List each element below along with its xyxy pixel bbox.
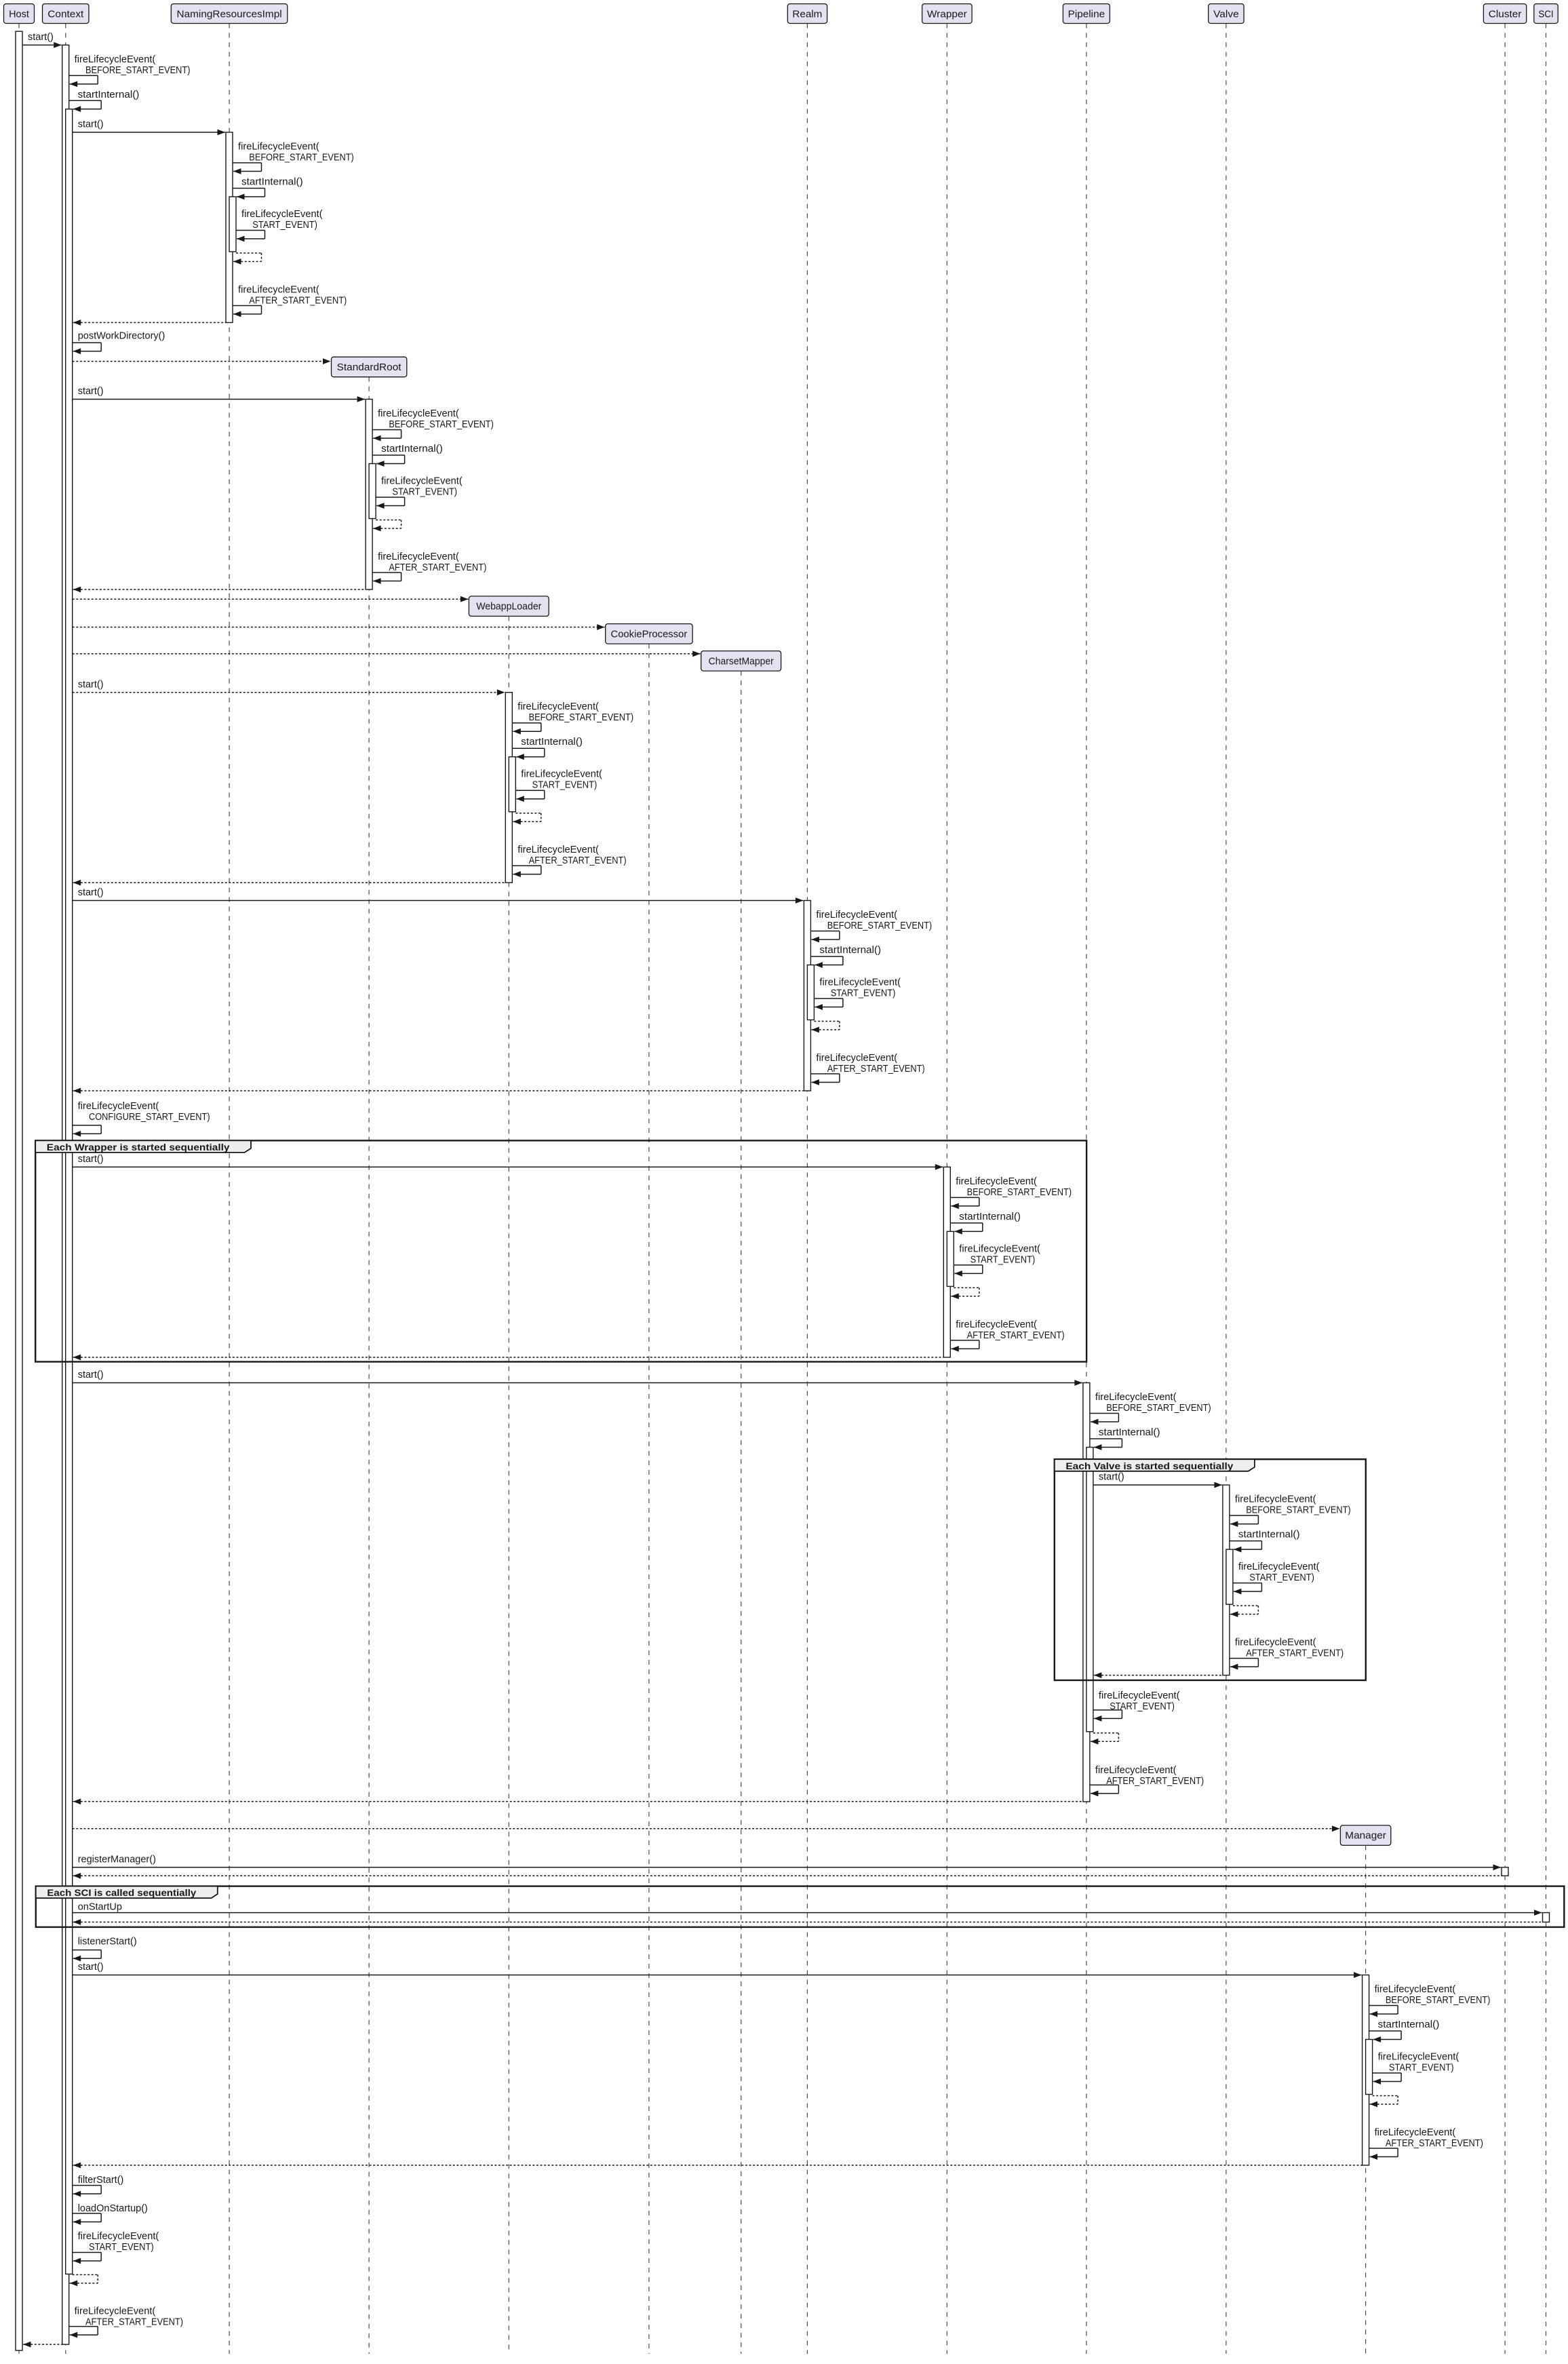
svg-text:fireLifecycleEvent(: fireLifecycleEvent( — [378, 551, 459, 562]
svg-text:Each Wrapper is started sequen: Each Wrapper is started sequentially — [47, 1142, 230, 1152]
svg-text:BEFORE_START_EVENT): BEFORE_START_EVENT) — [1246, 1505, 1351, 1516]
svg-text:startInternal(): startInternal() — [819, 945, 881, 956]
svg-text:AFTER_START_EVENT): AFTER_START_EVENT) — [1106, 1776, 1204, 1787]
svg-text:fireLifecycleEvent(: fireLifecycleEvent( — [381, 476, 463, 487]
svg-text:NamingResourcesImpl: NamingResourcesImpl — [177, 9, 282, 20]
svg-text:startInternal(): startInternal() — [1099, 1427, 1160, 1438]
svg-text:start(): start() — [78, 386, 104, 397]
svg-text:listenerStart(): listenerStart() — [78, 1937, 137, 1948]
svg-text:fireLifecycleEvent(: fireLifecycleEvent( — [75, 54, 156, 65]
svg-text:Context: Context — [47, 9, 83, 20]
svg-text:loadOnStartup(): loadOnStartup() — [78, 2203, 148, 2214]
svg-text:startInternal(): startInternal() — [1238, 1530, 1300, 1541]
svg-text:onStartUp: onStartUp — [78, 1901, 122, 1912]
svg-text:START_EVENT): START_EVENT) — [831, 988, 896, 999]
svg-text:fireLifecycleEvent(: fireLifecycleEvent( — [1099, 1690, 1180, 1701]
svg-text:startInternal(): startInternal() — [521, 737, 583, 748]
svg-text:START_EVENT): START_EVENT) — [1249, 1572, 1314, 1583]
svg-text:AFTER_START_EVENT): AFTER_START_EVENT) — [389, 562, 486, 573]
svg-text:fireLifecycleEvent(: fireLifecycleEvent( — [1235, 1494, 1316, 1505]
svg-text:startInternal(): startInternal() — [1378, 2019, 1440, 2030]
svg-text:fireLifecycleEvent(: fireLifecycleEvent( — [75, 2306, 156, 2317]
svg-text:fireLifecycleEvent(: fireLifecycleEvent( — [959, 1243, 1040, 1254]
svg-text:filterStart(): filterStart() — [78, 2175, 124, 2186]
svg-text:fireLifecycleEvent(: fireLifecycleEvent( — [816, 910, 897, 921]
svg-text:AFTER_START_EVENT): AFTER_START_EVENT) — [249, 296, 347, 307]
svg-text:fireLifecycleEvent(: fireLifecycleEvent( — [78, 1101, 159, 1112]
svg-text:BEFORE_START_EVENT): BEFORE_START_EVENT) — [1386, 1995, 1490, 2006]
svg-text:fireLifecycleEvent(: fireLifecycleEvent( — [1375, 2127, 1456, 2138]
svg-text:BEFORE_START_EVENT): BEFORE_START_EVENT) — [85, 65, 191, 76]
svg-text:Each SCI is called sequentiall: Each SCI is called sequentially — [47, 1888, 196, 1898]
svg-text:fireLifecycleEvent(: fireLifecycleEvent( — [241, 209, 323, 220]
svg-text:Each Valve is started sequenti: Each Valve is started sequentially — [1065, 1461, 1234, 1471]
svg-text:AFTER_START_EVENT): AFTER_START_EVENT) — [529, 855, 627, 866]
svg-text:Pipeline: Pipeline — [1068, 9, 1105, 20]
svg-text:START_EVENT): START_EVENT) — [971, 1254, 1036, 1265]
svg-text:BEFORE_START_EVENT): BEFORE_START_EVENT) — [1106, 1403, 1211, 1414]
svg-text:fireLifecycleEvent(: fireLifecycleEvent( — [1238, 1562, 1320, 1572]
svg-text:AFTER_START_EVENT): AFTER_START_EVENT) — [827, 1064, 925, 1074]
svg-text:Manager: Manager — [1345, 1831, 1386, 1842]
svg-text:fireLifecycleEvent(: fireLifecycleEvent( — [238, 285, 319, 296]
svg-text:fireLifecycleEvent(: fireLifecycleEvent( — [378, 408, 459, 419]
svg-text:fireLifecycleEvent(: fireLifecycleEvent( — [1235, 1638, 1316, 1648]
svg-text:start(): start() — [28, 32, 54, 43]
svg-text:registerManager(): registerManager() — [78, 1854, 156, 1865]
svg-text:CookieProcessor: CookieProcessor — [611, 629, 688, 640]
svg-text:start(): start() — [1099, 1472, 1124, 1483]
svg-text:start(): start() — [78, 887, 104, 898]
svg-text:Cluster: Cluster — [1489, 9, 1522, 20]
svg-text:fireLifecycleEvent(: fireLifecycleEvent( — [816, 1053, 897, 1064]
svg-text:fireLifecycleEvent(: fireLifecycleEvent( — [1375, 1984, 1456, 1995]
svg-text:fireLifecycleEvent(: fireLifecycleEvent( — [517, 845, 599, 855]
svg-text:AFTER_START_EVENT): AFTER_START_EVENT) — [85, 2317, 183, 2328]
svg-text:start(): start() — [78, 679, 104, 690]
svg-text:fireLifecycleEvent(: fireLifecycleEvent( — [521, 769, 602, 780]
svg-text:START_EVENT): START_EVENT) — [89, 2242, 154, 2253]
svg-text:fireLifecycleEvent(: fireLifecycleEvent( — [78, 2231, 159, 2242]
svg-text:Wrapper: Wrapper — [927, 9, 967, 20]
svg-text:start(): start() — [78, 1962, 104, 1973]
svg-text:START_EVENT): START_EVENT) — [1110, 1701, 1175, 1712]
svg-text:postWorkDirectory(): postWorkDirectory() — [78, 330, 165, 341]
svg-text:START_EVENT): START_EVENT) — [532, 780, 597, 791]
svg-text:startInternal(): startInternal() — [78, 90, 140, 100]
svg-text:AFTER_START_EVENT): AFTER_START_EVENT) — [1386, 2138, 1483, 2149]
svg-text:START_EVENT): START_EVENT) — [392, 487, 457, 498]
svg-text:WebappLoader: WebappLoader — [476, 602, 541, 613]
svg-text:start(): start() — [78, 119, 104, 130]
svg-text:fireLifecycleEvent(: fireLifecycleEvent( — [1095, 1765, 1177, 1776]
svg-text:START_EVENT): START_EVENT) — [1389, 2063, 1454, 2074]
svg-text:BEFORE_START_EVENT): BEFORE_START_EVENT) — [967, 1187, 1072, 1198]
svg-text:fireLifecycleEvent(: fireLifecycleEvent( — [956, 1319, 1037, 1330]
svg-text:AFTER_START_EVENT): AFTER_START_EVENT) — [1246, 1648, 1344, 1659]
svg-text:SCI: SCI — [1538, 9, 1553, 20]
svg-text:CharsetMapper: CharsetMapper — [709, 656, 774, 667]
svg-text:fireLifecycleEvent(: fireLifecycleEvent( — [1378, 2052, 1459, 2063]
svg-text:Realm: Realm — [792, 9, 822, 20]
svg-text:fireLifecycleEvent(: fireLifecycleEvent( — [819, 977, 901, 988]
svg-text:fireLifecycleEvent(: fireLifecycleEvent( — [1095, 1392, 1177, 1403]
svg-text:start(): start() — [78, 1154, 104, 1165]
svg-text:BEFORE_START_EVENT): BEFORE_START_EVENT) — [389, 419, 494, 430]
svg-text:BEFORE_START_EVENT): BEFORE_START_EVENT) — [827, 921, 933, 931]
svg-text:fireLifecycleEvent(: fireLifecycleEvent( — [517, 701, 599, 712]
svg-text:fireLifecycleEvent(: fireLifecycleEvent( — [238, 142, 319, 153]
svg-text:CONFIGURE_START_EVENT): CONFIGURE_START_EVENT) — [89, 1112, 210, 1123]
svg-text:fireLifecycleEvent(: fireLifecycleEvent( — [956, 1176, 1037, 1187]
svg-text:AFTER_START_EVENT): AFTER_START_EVENT) — [967, 1330, 1065, 1341]
svg-text:START_EVENT): START_EVENT) — [252, 220, 317, 231]
svg-text:Host: Host — [9, 9, 29, 20]
svg-text:StandardRoot: StandardRoot — [337, 362, 401, 373]
svg-text:startInternal(): startInternal() — [381, 444, 443, 454]
svg-text:Valve: Valve — [1213, 9, 1239, 20]
svg-text:BEFORE_START_EVENT): BEFORE_START_EVENT) — [249, 153, 354, 163]
svg-text:BEFORE_START_EVENT): BEFORE_START_EVENT) — [529, 712, 634, 723]
svg-text:startInternal(): startInternal() — [241, 177, 303, 188]
svg-text:start(): start() — [78, 1370, 104, 1380]
svg-text:startInternal(): startInternal() — [959, 1212, 1021, 1222]
